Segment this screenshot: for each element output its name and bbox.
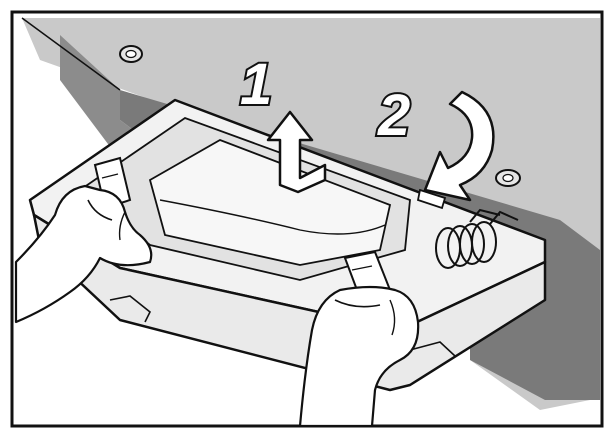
screw-hole-icon	[119, 45, 143, 63]
left-hand	[14, 184, 153, 324]
step-number-1: 1	[240, 52, 272, 117]
arrow-up-icon	[266, 110, 327, 194]
screw-hole-icon	[495, 169, 521, 187]
right-hand	[298, 285, 420, 428]
release-latch	[416, 188, 447, 210]
spring-icon	[435, 208, 519, 269]
step-number-2: 2	[377, 83, 410, 148]
curved-arrow-down-icon	[423, 90, 495, 202]
